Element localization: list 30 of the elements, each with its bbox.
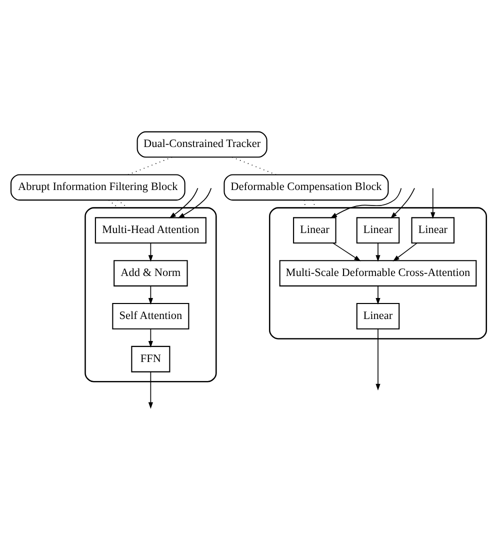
node-box: Linear	[356, 217, 400, 244]
arrow	[376, 242, 380, 262]
arrow	[376, 286, 380, 305]
arrow	[376, 328, 380, 391]
arrow	[178, 188, 212, 218]
arrow	[169, 188, 198, 218]
arrow	[148, 286, 154, 305]
node-box: Abrupt Information Filtering Block	[10, 174, 186, 201]
cluster	[268, 207, 487, 340]
arrow	[148, 371, 154, 409]
connector	[117, 200, 128, 208]
node-box: Multi-Head Attention	[94, 217, 206, 244]
arrow	[430, 188, 436, 219]
arrow	[392, 242, 418, 262]
arrow	[330, 188, 402, 218]
node-box: Multi-Scale Deformable Cross-Attention	[279, 260, 477, 286]
node-box: Linear	[356, 303, 400, 330]
node-box: Dual-Constrained Tracker	[136, 131, 268, 158]
node-box: Linear	[411, 217, 455, 244]
arrow	[332, 242, 361, 262]
node-box: Self Attention	[112, 303, 190, 330]
arrow	[148, 328, 154, 348]
node-box: FFN	[131, 346, 170, 372]
node-box: Linear	[293, 217, 336, 244]
cluster	[84, 207, 217, 382]
connector	[108, 200, 119, 208]
node-box: Add & Norm	[114, 260, 188, 286]
arrow	[148, 242, 154, 262]
arrow	[390, 188, 415, 219]
node-box: Deformable Compensation Block	[224, 174, 389, 201]
